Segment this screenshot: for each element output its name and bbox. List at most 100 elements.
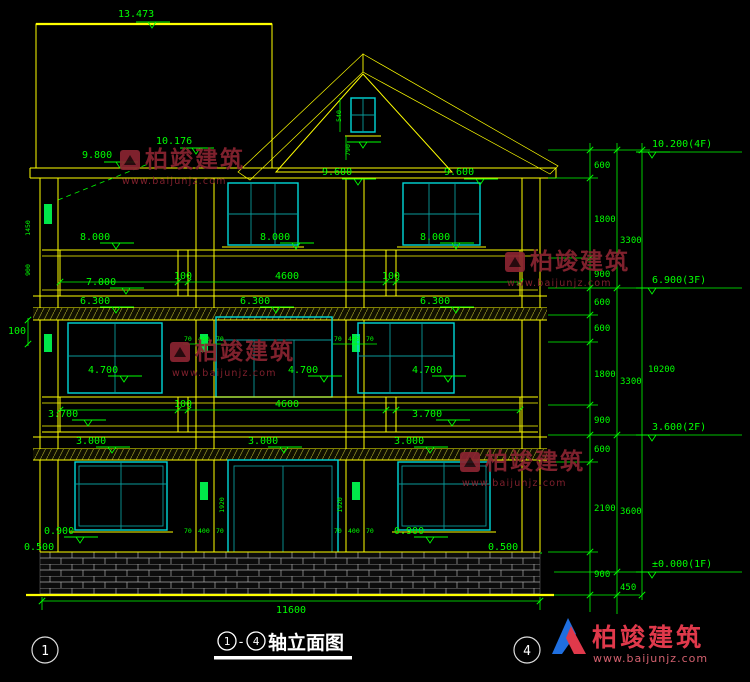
dim-label: 400 bbox=[198, 335, 210, 343]
dim-label: 70 bbox=[366, 527, 374, 535]
level-label: 7.000 bbox=[86, 277, 116, 288]
watermark-brand: 柏竣建筑 bbox=[195, 338, 295, 365]
dim-label: 70 bbox=[184, 527, 192, 535]
watermark: 柏竣建筑 www.baijunjz.com bbox=[460, 448, 585, 489]
chain-label: 600 bbox=[594, 445, 610, 455]
dim-label-total-width: 11600 bbox=[276, 605, 306, 616]
chain-label: 900 bbox=[594, 416, 610, 426]
level-label: 8.000 bbox=[260, 232, 290, 243]
floor-2: 4.700 4.700 4.700 100 4600 3.700 3.700 3… bbox=[24, 220, 547, 461]
title-axis-circle-1 bbox=[217, 631, 237, 651]
window-2f-right bbox=[357, 322, 455, 394]
level-label: 4.700 bbox=[88, 365, 118, 376]
dim-label: 100 bbox=[8, 326, 26, 337]
title-underline bbox=[214, 656, 352, 660]
column-hatch bbox=[352, 334, 360, 352]
column-hatch bbox=[200, 334, 208, 352]
title-dash: - bbox=[237, 635, 245, 650]
watermark-brand: 柏竣建筑 bbox=[530, 248, 630, 275]
dim-label: 70 bbox=[216, 527, 224, 535]
level-label: 6.300 bbox=[240, 296, 270, 307]
level-label: 0.500 bbox=[488, 542, 518, 553]
dim-label: 70 bbox=[366, 335, 374, 343]
watermark: 柏竣建筑 www.baijunjz.com bbox=[120, 146, 243, 187]
dim-label: 790 bbox=[344, 144, 352, 156]
dim-label: 70 bbox=[334, 527, 342, 535]
floor-level-label: 10.200(4F) bbox=[652, 139, 712, 150]
column-hatch bbox=[44, 334, 52, 352]
dim-label: 100 bbox=[174, 271, 192, 282]
dim-label: 400 bbox=[198, 527, 210, 535]
watermark-brand: 柏竣建筑 bbox=[485, 448, 585, 475]
chain-label: 3300 bbox=[620, 236, 642, 246]
level-label: 9.600 bbox=[322, 167, 352, 178]
chain-label-total-height: 10200 bbox=[648, 365, 675, 375]
floor-level-label: 3.600(2F) bbox=[652, 422, 706, 433]
gable-roof-right-slope bbox=[362, 53, 559, 175]
level-label: 3.000 bbox=[394, 436, 424, 447]
level-label-eave: 9.800 bbox=[82, 150, 112, 161]
roof: 540 790 13.473 10.176 9.800 bbox=[29, 9, 559, 201]
level-label: 3.700 bbox=[48, 409, 78, 420]
logo-brand: 柏竣建筑 bbox=[592, 623, 704, 652]
level-label-ridge: 13.473 bbox=[118, 9, 154, 20]
dim-label: 1450 bbox=[24, 220, 32, 236]
dim-label: 100 bbox=[174, 399, 192, 410]
dim-label: 400 bbox=[348, 335, 360, 343]
watermark-url: www.baijunjz.com bbox=[122, 176, 227, 187]
floor-level-label: 6.900(3F) bbox=[652, 275, 706, 286]
gable-wall bbox=[274, 73, 454, 173]
axis-bubble-right bbox=[513, 636, 541, 664]
tile-band bbox=[33, 449, 547, 460]
dim-label: 70 bbox=[184, 335, 192, 343]
axis-bubble-label: 1 bbox=[41, 644, 49, 659]
dim-label: 1920 bbox=[336, 497, 344, 513]
column-hatch bbox=[200, 482, 208, 500]
column-hatch bbox=[352, 482, 360, 500]
floor-1: 0.900 0.900 0.500 0.500 ±0.000 70 400 70… bbox=[24, 459, 554, 597]
drawing-title: 轴立面图 bbox=[268, 631, 344, 654]
level-label-eave: 10.176 bbox=[156, 136, 192, 147]
level-label: 6.300 bbox=[80, 296, 110, 307]
floor-3: 9.600 9.600 8.000 8.000 8.000 7.000 100 … bbox=[8, 167, 547, 348]
dim-label: 4600 bbox=[275, 399, 299, 410]
chain-label: 3300 bbox=[620, 377, 642, 387]
level-label: 4.700 bbox=[288, 365, 318, 376]
chain-label: 900 bbox=[594, 570, 610, 580]
plinth-brick bbox=[39, 551, 541, 596]
chain-label: 900 bbox=[594, 270, 610, 280]
dimension-bottom: 11600 bbox=[38, 597, 544, 616]
logo-icon-accent bbox=[566, 626, 586, 654]
watermark: 柏竣建筑 www.baijunjz.com bbox=[505, 248, 630, 289]
level-label: 4.700 bbox=[412, 365, 442, 376]
level-label: 0.900 bbox=[44, 526, 74, 537]
logo-icon bbox=[552, 618, 576, 654]
watermark-url: www.baijunjz.com bbox=[172, 368, 277, 379]
chain-label: 600 bbox=[594, 298, 610, 308]
level-label: 3.000 bbox=[248, 436, 278, 447]
chain-label: 1800 bbox=[594, 370, 616, 380]
dim-label: 400 bbox=[348, 527, 360, 535]
level-label: 9.600 bbox=[444, 167, 474, 178]
watermark-url: www.baijunjz.com bbox=[507, 278, 612, 289]
chain-label: 3600 bbox=[620, 507, 642, 517]
axis-bubble-label: 4 bbox=[523, 644, 531, 659]
dim-label: 1920 bbox=[218, 497, 226, 513]
level-label: 0.500 bbox=[24, 542, 54, 553]
level-label: 3.000 bbox=[76, 436, 106, 447]
title-axis-number: 1 bbox=[224, 635, 231, 648]
watermark-url: www.baijunjz.com bbox=[462, 478, 567, 489]
axis-bubble-left bbox=[31, 636, 59, 664]
chain-label: 450 bbox=[620, 583, 636, 593]
level-label: 0.900 bbox=[394, 526, 424, 537]
dim-label: 4600 bbox=[275, 271, 299, 282]
walls bbox=[39, 178, 541, 552]
chain-label: 2100 bbox=[594, 504, 616, 514]
dim-label: 100 bbox=[382, 271, 400, 282]
floor-level-label: ±0.000(1F) bbox=[652, 559, 712, 570]
brand-logo: 柏竣建筑 www.baijunjz.com bbox=[552, 618, 707, 665]
dim-label: 900 bbox=[24, 264, 32, 276]
tile-band bbox=[33, 308, 547, 320]
